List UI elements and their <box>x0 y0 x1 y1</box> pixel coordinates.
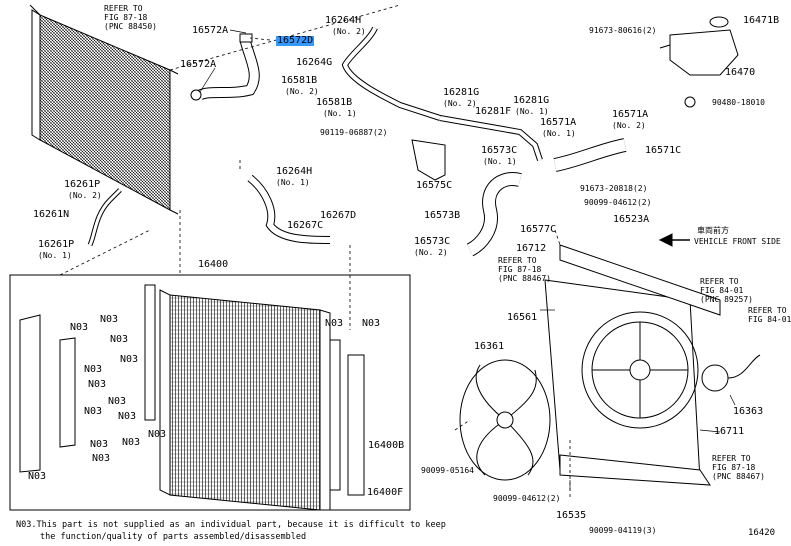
part-number-label[interactable]: 16281F <box>475 106 512 117</box>
upper-radiator-hose <box>190 33 260 101</box>
part-number-label[interactable]: 16264H <box>276 166 313 177</box>
direction-label: VEHICLE FRONT SIDE <box>694 237 781 246</box>
part-number-label[interactable]: 16571A <box>612 109 649 120</box>
n03-marker: N03 <box>84 406 103 417</box>
lower-hose-right <box>553 138 627 172</box>
figure-number: 16420 <box>748 528 776 538</box>
part-number-label[interactable]: 16267C <box>287 220 324 231</box>
part-number-label[interactable]: 16281G <box>513 95 550 106</box>
direction-label-jp: 車両前方 <box>697 226 729 235</box>
n03-marker: N03 <box>120 354 139 365</box>
part-number-label[interactable]: 16581B <box>316 97 353 108</box>
part-qualifier: (No. 1) <box>323 109 357 118</box>
n03-marker: N03 <box>28 471 47 482</box>
footnote: N03.This part is not supplied as an indi… <box>16 519 446 543</box>
lower-radiator-hose <box>466 172 522 257</box>
part-number-label[interactable]: 16573B <box>424 210 461 221</box>
n03-marker: N03 <box>84 364 103 375</box>
part-qualifier: (No. 1) <box>542 129 576 138</box>
refer-to-label[interactable]: REFER TO FIG 84-01 (PNC 89257) <box>700 277 753 304</box>
radiator-core <box>159 289 331 511</box>
part-qualifier: (No. 2) <box>443 99 477 108</box>
part-number-label[interactable]: 16575C <box>416 180 453 191</box>
part-number-label[interactable]: 16571A <box>540 117 577 128</box>
part-number-label[interactable]: 16561 <box>507 312 538 323</box>
part-qualifier: (No. 2) <box>285 87 319 96</box>
part-qualifier: (No. 2) <box>414 248 448 257</box>
n03-marker: N03 <box>362 318 381 329</box>
part-number-label[interactable]: 16572A <box>180 59 217 70</box>
part-number-label[interactable]: 16264H <box>325 15 362 26</box>
n03-marker: N03 <box>325 318 344 329</box>
part-number-label[interactable]: 90099-04612(2) <box>493 494 561 503</box>
part-qualifier: (No. 2) <box>68 191 102 200</box>
part-qualifier: (No. 1) <box>483 157 517 166</box>
n03-marker: N03 <box>70 322 89 333</box>
part-number-label[interactable]: 16363 <box>733 406 764 417</box>
part-number-label[interactable]: 90099-05164 <box>421 466 474 475</box>
n03-marker: N03 <box>100 314 119 325</box>
refer-to-label[interactable]: REFER TO FIG 84-01 <box>748 306 791 324</box>
fan-shroud <box>544 279 701 481</box>
part-number-label[interactable]: 16261N <box>33 209 70 220</box>
n03-marker: N03 <box>122 437 141 448</box>
part-number-label[interactable]: 16361 <box>474 341 505 352</box>
condenser <box>29 4 179 215</box>
n03-marker: N03 <box>110 334 129 345</box>
heater-pipe <box>341 26 441 121</box>
n03-marker: N03 <box>108 396 127 407</box>
part-number-label[interactable]: 90099-04119(3) <box>589 526 657 535</box>
part-number-label[interactable]: 16573C <box>481 145 518 156</box>
footnote-line-2: the function/quality of parts assembled/… <box>40 532 307 542</box>
part-number-label[interactable]: 16261P <box>38 239 75 250</box>
part-number-label[interactable]: 16523A <box>613 214 650 225</box>
cooling-fan <box>459 359 551 481</box>
part-number-label[interactable]: 16400F <box>367 487 404 498</box>
refer-to-label[interactable]: REFER TO FIG 87-18 (PNC 88467) <box>712 454 765 481</box>
n03-marker: N03 <box>148 429 167 440</box>
reservoir-tank <box>659 16 739 108</box>
part-number-label[interactable]: 90480-18010 <box>712 98 765 107</box>
part-number-label[interactable]: 91673-20818(2) <box>580 184 648 193</box>
part-number-label[interactable]: 16577C <box>520 224 557 235</box>
part-number-label[interactable]: 16535 <box>556 510 587 521</box>
part-number-label[interactable]: 16471B <box>743 15 780 26</box>
footnote-line-1: N03.This part is not supplied as an indi… <box>16 520 446 530</box>
part-qualifier: (No. 1) <box>38 251 72 260</box>
refer-to-label[interactable]: REFER TO FIG 87-18 (PNC 88450) <box>104 4 157 31</box>
n03-marker: N03 <box>118 411 137 422</box>
part-number-label[interactable]: 16573C <box>414 236 451 247</box>
part-number-label[interactable]: 16712 <box>516 243 547 254</box>
part-number-label[interactable]: 16711 <box>714 426 745 437</box>
part-number-label[interactable]: 16571C <box>645 145 682 156</box>
part-number-label[interactable]: 16400 <box>198 259 229 270</box>
part-qualifier: (No. 2) <box>612 121 646 130</box>
part-number-label[interactable]: 16400B <box>368 440 405 451</box>
part-qualifier: (No. 2) <box>332 27 366 36</box>
part-number-label[interactable]: 16267D <box>320 210 357 221</box>
part-number-label[interactable]: 16470 <box>725 67 756 78</box>
part-number-label[interactable]: 16281G <box>443 87 480 98</box>
part-number-label[interactable]: 16264G <box>296 57 333 68</box>
part-number-label[interactable]: 90119-06887(2) <box>320 128 388 137</box>
n03-marker: N03 <box>92 453 111 464</box>
refer-to-label[interactable]: REFER TO FIG 87-18 (PNC 88467) <box>498 256 551 283</box>
part-number-label[interactable]: 91673-80616(2) <box>589 26 657 35</box>
part-qualifier: (No. 1) <box>276 178 310 187</box>
n03-marker: N03 <box>88 379 107 390</box>
n03-marker: N03 <box>90 439 109 450</box>
radiator-assembly-frame <box>9 274 411 511</box>
part-number-label[interactable]: 16261P <box>64 179 101 190</box>
part-number-label[interactable]: 16581B <box>281 75 318 86</box>
highlighted-part-number[interactable]: 16572D <box>276 35 315 46</box>
part-qualifier: (No. 1) <box>515 107 549 116</box>
part-number-label[interactable]: 90099-04612(2) <box>584 198 652 207</box>
part-number-label[interactable]: 16572A <box>192 25 229 36</box>
